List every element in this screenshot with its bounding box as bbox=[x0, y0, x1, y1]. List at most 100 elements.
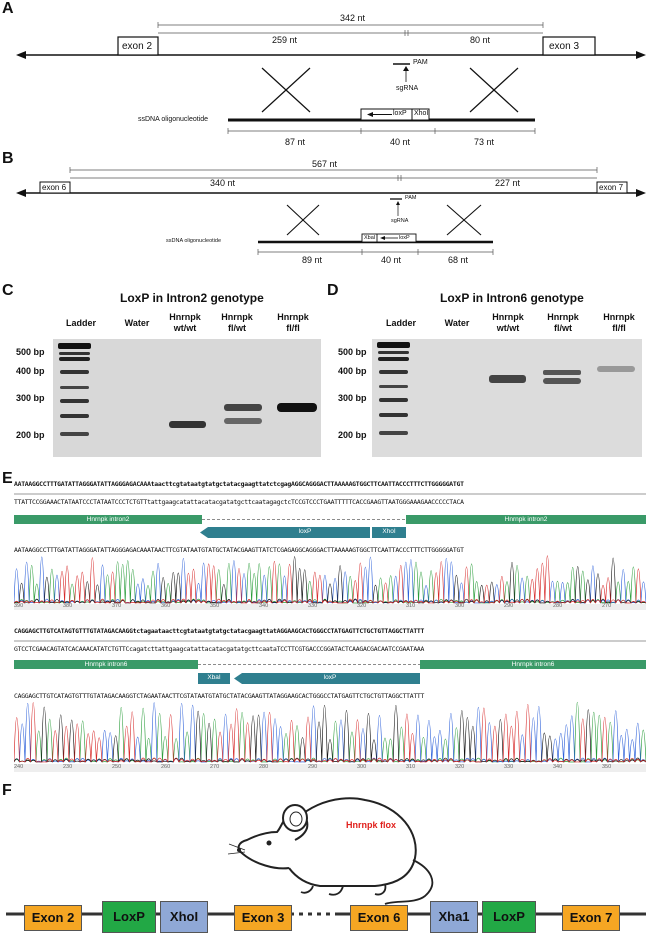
seq2-tick-11: 340 bbox=[553, 764, 563, 770]
seq2-dashed-gap bbox=[198, 664, 420, 665]
panel-label-a: A bbox=[2, 0, 14, 17]
gel-d-marker-200: 200 bp bbox=[338, 430, 367, 440]
seg-40-b: 40 nt bbox=[381, 255, 402, 265]
panel-label-d: D bbox=[327, 282, 339, 299]
allele-map-line bbox=[6, 912, 646, 916]
seq1-chromatogram bbox=[14, 555, 646, 604]
span-259: 259 nt bbox=[272, 35, 298, 45]
gel-c-marker-500: 500 bp bbox=[16, 347, 45, 357]
gel-d-marker-400: 400 bp bbox=[338, 366, 367, 376]
box-exon-6: Exon 6 bbox=[350, 905, 408, 931]
seq2-feature-intron-right: Hnrnpk intron6 bbox=[420, 660, 646, 669]
span-342: 342 nt bbox=[340, 13, 366, 23]
gel-c-lane-wtwt: Hnrnpk wt/wt bbox=[169, 312, 201, 333]
seq1-feature-intron-right: Hnrnpk intron2 bbox=[406, 515, 646, 524]
chromatogram-trace bbox=[14, 702, 646, 763]
seq2-read: CAGGAGCTTGTCATAGTGTTTGTATAGACAAGGTCTAGAA… bbox=[14, 692, 425, 700]
seq1-read: AATAAGGCCTTTGATATTAGGGATATTAGGGAGACAAATA… bbox=[14, 546, 464, 554]
seq1-tick-9: 300 bbox=[455, 603, 465, 609]
seq2-tick-2: 250 bbox=[112, 764, 122, 770]
box-loxp-1: LoxP bbox=[102, 901, 156, 933]
seq1-feature-intron-left: Hnrnpk intron2 bbox=[14, 515, 202, 524]
exon-7-label: exon 7 bbox=[599, 183, 624, 192]
seq1-tick-5: 340 bbox=[259, 603, 269, 609]
chromatogram-trace bbox=[14, 705, 646, 763]
seq2-bottom-strand: GTCCTCGAACAGTATCACAAACATATCTGTTCcagatctt… bbox=[14, 645, 425, 653]
gel-c-marker-200: 200 bp bbox=[16, 430, 45, 440]
seq1-bottom-strand: TTATTCCGGAAACTATAATCCCTATAATCCCTCTGTTtat… bbox=[14, 498, 464, 506]
seq2-loxp-label: loxP bbox=[323, 674, 337, 681]
gel-d-marker-300: 300 bp bbox=[338, 393, 367, 403]
sgrna-label-b: sgRNA bbox=[391, 218, 409, 224]
seq2-chromatogram bbox=[14, 702, 646, 763]
seq1-tick-6: 330 bbox=[308, 603, 318, 609]
chromatogram-trace bbox=[14, 556, 646, 604]
seg-68: 68 nt bbox=[448, 255, 469, 265]
gel-d-marker-500: 500 bp bbox=[338, 347, 367, 357]
seg-87: 87 nt bbox=[285, 137, 306, 147]
seq1-ticks: 390 380 370 360 350 340 330 320 310 300 … bbox=[14, 603, 646, 611]
span-340: 340 nt bbox=[210, 178, 236, 188]
gel-d-lane-water: Water bbox=[444, 318, 470, 328]
box-exon-7: Exon 7 bbox=[562, 905, 620, 931]
seq2-tick-4: 270 bbox=[210, 764, 220, 770]
box-exon-2: Exon 2 bbox=[24, 905, 82, 931]
seq1-loxp-label: loxP bbox=[298, 528, 312, 535]
gel-d-lane-flfl: Hnrnpk fl/fl bbox=[603, 312, 635, 333]
span-567: 567 nt bbox=[312, 159, 338, 169]
chromatogram-trace bbox=[14, 702, 646, 763]
mouse-illustration bbox=[227, 797, 434, 905]
chromatogram-trace bbox=[14, 555, 646, 604]
seq2-tick-6: 290 bbox=[308, 764, 318, 770]
box-xha1: Xha1 bbox=[430, 901, 478, 933]
gel-d-lane-ladder: Ladder bbox=[385, 318, 416, 328]
chromatogram-trace bbox=[14, 560, 646, 604]
seq1-tick-2: 370 bbox=[112, 603, 122, 609]
box-xhoi: XhoI bbox=[160, 901, 208, 933]
gel-c-title: LoxP in Intron2 genotype bbox=[120, 291, 264, 305]
panel-a-diagram bbox=[16, 22, 646, 134]
exon-3-label: exon 3 bbox=[549, 41, 580, 52]
seq2-loxp-arrow bbox=[198, 673, 420, 684]
seq2-ticks: 240 230 250 260 270 280 290 300 310 320 … bbox=[14, 764, 646, 772]
panel-label-c: C bbox=[2, 282, 14, 299]
seq1-tick-11: 280 bbox=[553, 603, 563, 609]
panel-label-b: B bbox=[2, 150, 14, 167]
seg-40: 40 nt bbox=[390, 137, 411, 147]
panel-label-f: F bbox=[2, 782, 12, 799]
seq1-tick-bar bbox=[14, 604, 646, 610]
sgrna-label: sgRNA bbox=[396, 85, 419, 92]
seq1-tick-0: 390 bbox=[14, 603, 24, 609]
loxp-label: loxP bbox=[393, 110, 407, 117]
oligo-label-b: ssDNA oligonucleotide bbox=[166, 238, 222, 244]
gel-d-image bbox=[372, 339, 642, 457]
seq2-tick-10: 330 bbox=[504, 764, 514, 770]
seq1-dashed-gap bbox=[202, 519, 406, 520]
seg-89: 89 nt bbox=[302, 255, 323, 265]
seq2-ruler bbox=[14, 640, 646, 642]
seq1-tick-7: 320 bbox=[357, 603, 367, 609]
seq1-tick-3: 360 bbox=[161, 603, 171, 609]
seq1-xhoi-label: XhoI bbox=[382, 528, 396, 535]
seq2-feature-intron-left: Hnrnpk intron6 bbox=[14, 660, 198, 669]
seq2-tick-7: 300 bbox=[357, 764, 367, 770]
span-227: 227 nt bbox=[495, 178, 521, 188]
chromatogram-trace bbox=[14, 702, 646, 763]
xbai-label: XbaI bbox=[364, 235, 376, 241]
box-exon-3: Exon 3 bbox=[234, 905, 292, 931]
gel-c-marker-400: 400 bp bbox=[16, 366, 45, 376]
seq2-tick-1: 230 bbox=[63, 764, 73, 770]
span-80: 80 nt bbox=[470, 35, 491, 45]
xhoi-label: XhoI bbox=[414, 110, 429, 117]
seq2-xbai-label: XbaI bbox=[207, 674, 221, 681]
pam-label: PAM bbox=[413, 59, 428, 66]
box-loxp-2: LoxP bbox=[482, 901, 536, 933]
gel-d-lane-flwt: Hnrnpk fl/wt bbox=[547, 312, 579, 333]
panel-b-diagram bbox=[16, 167, 646, 255]
seq1-tick-4: 350 bbox=[210, 603, 220, 609]
oligo-label: ssDNA oligonucleotide bbox=[138, 116, 209, 123]
gel-d-lane-wtwt: Hnrnpk wt/wt bbox=[492, 312, 524, 333]
seq2-tick-5: 280 bbox=[259, 764, 269, 770]
seq2-tick-8: 310 bbox=[406, 764, 416, 770]
gel-c-lane-flfl: Hnrnpk fl/fl bbox=[277, 312, 309, 333]
